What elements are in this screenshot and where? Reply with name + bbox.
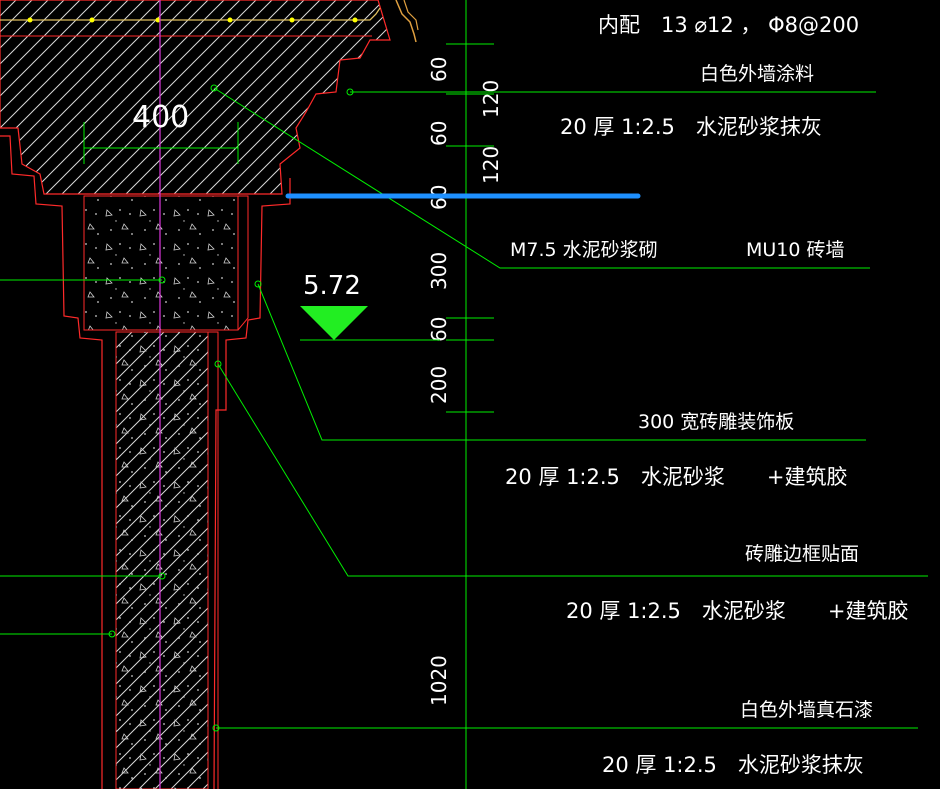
note-mortar-glue-1: 20 厚 1:2.5 水泥砂浆 +建筑胶 [505, 465, 848, 489]
width-dimension [83, 122, 239, 164]
dim-200: 200 [427, 366, 451, 404]
rebar-dots [27, 17, 358, 23]
note-brick: MU10 砖墙 [746, 239, 845, 261]
cornice-cap [0, 0, 419, 195]
note-stone-paint: 白色外墙真石漆 [740, 699, 873, 721]
dim-60-b: 60 [427, 121, 451, 146]
note-plaster-bottom: 20 厚 1:2.5 水泥砂浆抹灰 [602, 753, 864, 777]
note-mortar-glue-2: 20 厚 1:2.5 水泥砂浆 +建筑胶 [566, 599, 909, 623]
note-plaster-top: 20 厚 1:2.5 水泥砂浆抹灰 [560, 115, 822, 139]
note-board: 300 宽砖雕装饰板 [638, 411, 794, 433]
note-frame: 砖雕边框贴面 [745, 543, 859, 565]
concrete-block [83, 195, 249, 331]
elevation-marker [300, 306, 440, 341]
dim-300: 300 [427, 252, 451, 290]
dim-120-b: 120 [479, 146, 503, 184]
wall-column [115, 331, 219, 789]
dim-120-a: 120 [479, 80, 503, 118]
note-paint: 白色外墙涂料 [700, 63, 814, 85]
dim-60-a: 60 [427, 57, 451, 82]
leader-lines [0, 84, 928, 732]
annotation-texts: 内配 13 ⌀12 ， Φ8@200 白色外墙涂料 20 厚 1:2.5 水泥砂… [505, 13, 909, 777]
dim-60-d: 60 [427, 317, 451, 342]
rebar-note: 内配 13 ⌀12 ， Φ8@200 [598, 13, 859, 37]
note-mortar: M7.5 水泥砂浆砌 [510, 239, 658, 261]
outer-outline [0, 135, 291, 789]
dim-1020: 1020 [427, 655, 451, 706]
dim-400: 400 [132, 100, 189, 135]
elevation-value: 5.72 [303, 271, 361, 301]
dimension-labels: 60 120 60 120 60 300 60 200 1020 [427, 57, 503, 706]
